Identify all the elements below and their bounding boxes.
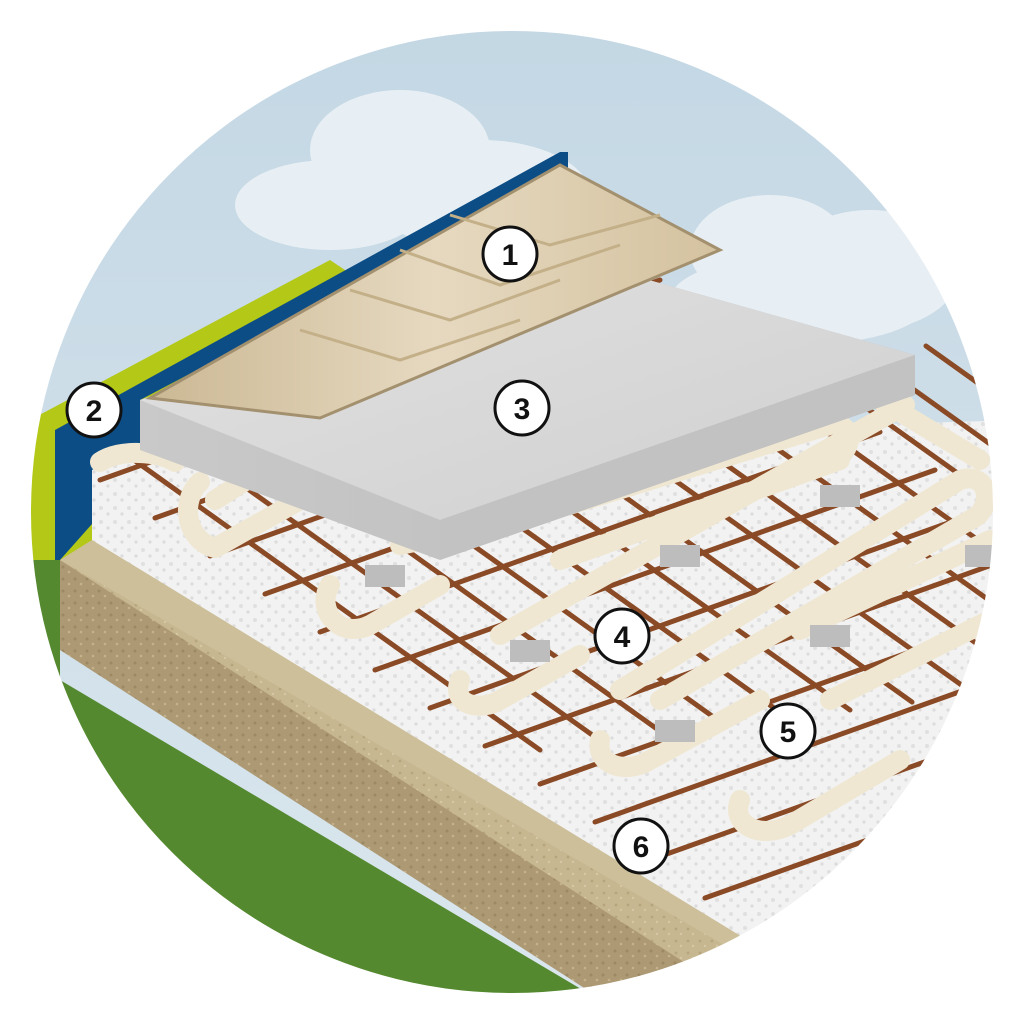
- spacer-blocks: [365, 485, 996, 742]
- callout-2: 2: [65, 381, 123, 439]
- rebar-bar: [427, 505, 993, 711]
- parquet-floor: [145, 163, 724, 420]
- rebar-bar: [592, 619, 996, 825]
- callout-label: 6: [633, 831, 650, 864]
- screed-edge-right: [440, 355, 915, 560]
- callout-3: 3: [493, 379, 551, 437]
- callout-label: 3: [514, 393, 531, 426]
- sand-layer: [60, 560, 780, 996]
- callout-label: 5: [780, 716, 797, 749]
- callout-1: 1: [481, 225, 539, 283]
- callout-4: 4: [593, 607, 651, 665]
- sand-edge: [60, 540, 780, 960]
- callout-6: 6: [612, 817, 670, 875]
- rebar-bar: [799, 359, 996, 665]
- frame-circle: [25, 25, 999, 999]
- callout-label: 1: [502, 239, 519, 272]
- rebar-bar: [537, 581, 996, 787]
- callout-label: 4: [614, 621, 631, 654]
- parquet-pattern: [299, 213, 661, 362]
- heating-pipes: [90, 390, 996, 841]
- rebar-bar: [861, 351, 996, 657]
- callout-5: 5: [759, 702, 817, 760]
- callout-label: 2: [86, 395, 103, 428]
